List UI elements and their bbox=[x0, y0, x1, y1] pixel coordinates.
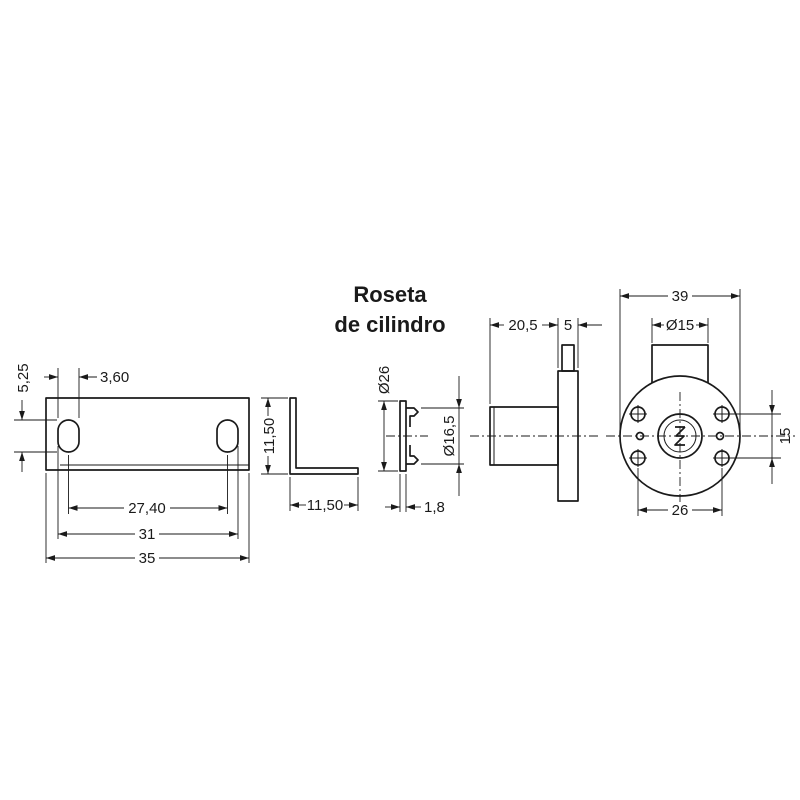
dimension-cylinder-length: 20,5 bbox=[489, 317, 559, 404]
rosette-title-line1: Roseta bbox=[353, 282, 427, 307]
dimension-label: 20,5 bbox=[508, 317, 537, 334]
dimension-hole-spacing-horizontal: 26 bbox=[637, 468, 723, 519]
rosette-side-view bbox=[386, 400, 428, 472]
dimension-label: 11,50 bbox=[261, 418, 278, 454]
mount-hole-crosshairs bbox=[629, 405, 731, 467]
dimension-bolt-diameter: Ø15 bbox=[651, 317, 709, 343]
extension-lines bbox=[619, 289, 741, 432]
dimension-label: 5,25 bbox=[15, 363, 32, 392]
dimension-rosette-outer-diameter: Ø26 bbox=[376, 366, 398, 472]
dimension-rosette-thickness: 1,8 bbox=[385, 474, 445, 516]
dimension-label: 15 bbox=[777, 428, 794, 445]
extension-lines bbox=[57, 446, 239, 539]
dimension-label: Ø16,5 bbox=[441, 416, 458, 457]
extension-lines bbox=[399, 474, 407, 512]
dimension-bracket-depth: 11,50 bbox=[289, 477, 359, 514]
dimension-slot-height: 5,25 bbox=[14, 363, 57, 472]
dimension-hole-spacing: 27,40 bbox=[68, 455, 228, 517]
dimension-label: 35 bbox=[139, 550, 156, 567]
dimension-front-width: 39 bbox=[619, 288, 741, 432]
rosette-lower-lip bbox=[406, 445, 419, 465]
dimension-hole-spacing-vertical: 15 bbox=[731, 390, 794, 484]
strike-plate-slot-right bbox=[216, 419, 239, 453]
dimension-label: 39 bbox=[672, 288, 689, 305]
rosette-upper-lip bbox=[406, 407, 419, 427]
dimension-label: 27,40 bbox=[128, 500, 166, 517]
cylinder-bolt-tab bbox=[561, 344, 575, 372]
extension-lines bbox=[57, 368, 80, 418]
dimension-label: 3,60 bbox=[100, 369, 129, 386]
dimension-slot-span: 31 bbox=[57, 446, 239, 543]
dimension-label: Ø15 bbox=[666, 317, 694, 334]
strike-plate-outline bbox=[45, 397, 250, 471]
dimension-label: 1,8 bbox=[424, 499, 445, 516]
dimension-rosette-inner-diameter: Ø16,5 bbox=[421, 376, 464, 496]
dimension-label: 26 bbox=[672, 502, 689, 519]
dimension-label: 31 bbox=[139, 526, 156, 543]
dimension-label: 5 bbox=[564, 317, 572, 334]
extension-lines bbox=[68, 455, 228, 514]
cylinder-front-view bbox=[606, 344, 795, 502]
bracket-side-view bbox=[289, 397, 359, 475]
dimension-slot-width: 3,60 bbox=[44, 368, 129, 418]
dimension-plate-length: 35 bbox=[45, 473, 250, 567]
dimension-label: Ø26 bbox=[376, 366, 393, 394]
extension-lines bbox=[14, 419, 57, 453]
dimension-bracket-height: 11,50 bbox=[261, 397, 288, 475]
extension-lines bbox=[489, 318, 559, 404]
bracket-outline bbox=[289, 397, 359, 475]
strike-plate-slot-left bbox=[57, 419, 80, 453]
cylinder-side-view bbox=[470, 344, 600, 502]
dimension-flange-thickness: 5 bbox=[564, 317, 602, 368]
bolt-outline bbox=[651, 344, 709, 383]
strike-plate-front-view bbox=[45, 397, 250, 471]
extension-lines bbox=[45, 473, 250, 563]
rosette-title-line2: de cilindro bbox=[334, 312, 445, 337]
dimension-label: 11,50 bbox=[307, 497, 343, 514]
